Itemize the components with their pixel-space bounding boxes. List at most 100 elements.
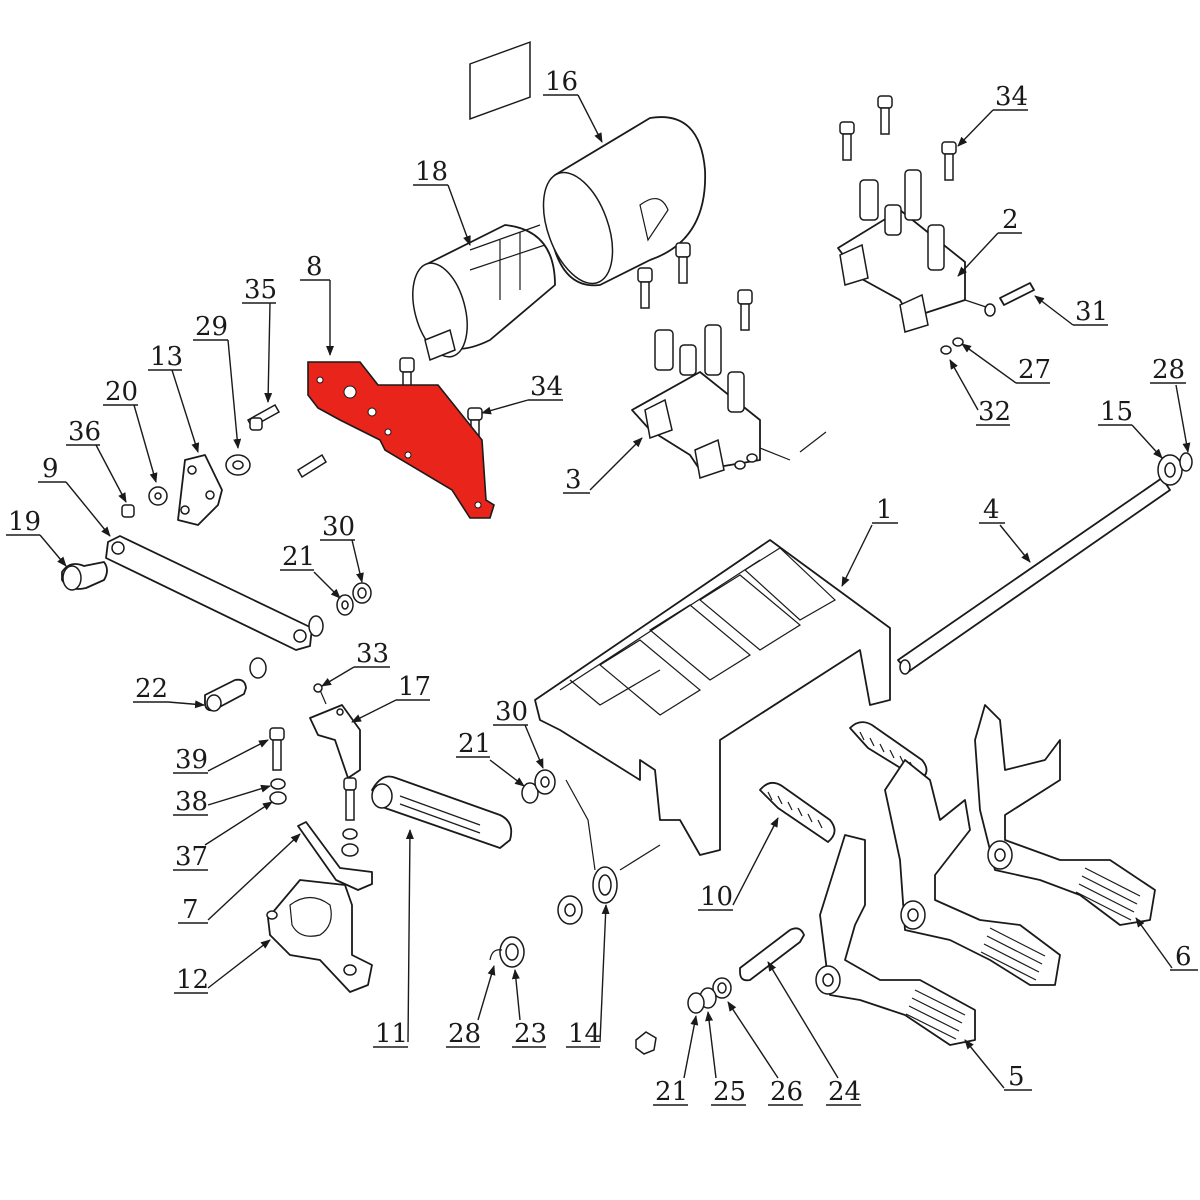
callout-label-17: 17: [398, 672, 431, 702]
callout-label-28a: 28: [448, 1019, 481, 1049]
callout-32: 32: [949, 359, 1011, 427]
part-17-bracket: [309, 683, 361, 779]
part-11-lever: [371, 775, 513, 849]
callout-38: 38: [173, 784, 271, 817]
callout-34-upper: 34: [957, 82, 1028, 147]
callout-label-34b: 34: [530, 372, 563, 402]
callout-label-10: 10: [700, 882, 733, 912]
part-31-pin: [984, 282, 1035, 317]
callout-label-31: 31: [1075, 297, 1108, 327]
part-22-bolt: [204, 657, 267, 712]
callout-3: 3: [563, 437, 643, 495]
callout-23: 23: [511, 969, 547, 1049]
callout-label-22: 22: [135, 674, 168, 704]
callout-label-15: 15: [1100, 397, 1133, 427]
callout-7: 7: [178, 833, 301, 925]
screws-group-upper-right: [839, 95, 957, 181]
callout-30-mid: 30: [493, 697, 544, 769]
small-screw-stack: [269, 727, 359, 857]
callout-24: 24: [767, 961, 861, 1107]
part-3-valve-block: [631, 324, 827, 479]
callout-4: 4: [979, 495, 1031, 563]
callout-label-19: 19: [8, 507, 41, 537]
callout-8: 8: [300, 252, 334, 356]
part-13-plate: [177, 454, 223, 526]
part-4-shaft: [897, 477, 1171, 675]
part-24-pin-and-washers: [635, 927, 805, 1055]
callout-9: 9: [38, 454, 111, 537]
callout-20: 20: [103, 377, 158, 483]
callout-15: 15: [1098, 397, 1163, 459]
callout-label-21a: 21: [282, 542, 315, 572]
callout-28-right: 28: [1150, 355, 1191, 453]
part-2-valve-block: [837, 169, 1031, 355]
callout-16: 16: [543, 67, 603, 143]
callout-33: 33: [321, 639, 390, 687]
washers-mid-30-21: [521, 769, 556, 804]
callout-label-16: 16: [545, 67, 578, 97]
screws-group-drum: [246, 242, 753, 479]
callout-label-11: 11: [375, 1019, 408, 1049]
pedal-middle: [884, 759, 1061, 986]
callout-label-12: 12: [176, 965, 209, 995]
callout-17: 17: [351, 672, 431, 723]
callout-13: 13: [148, 342, 200, 453]
callout-label-26: 26: [770, 1077, 803, 1107]
part-18-switch-drum: [412, 41, 556, 362]
part-16-cylinder-cover: [542, 116, 706, 287]
washers-upper-30-21: [308, 582, 372, 637]
callout-31: 31: [1034, 295, 1108, 327]
fasteners-left-top: [121, 417, 263, 518]
callout-19: 19: [6, 507, 67, 567]
callout-11: 11: [373, 829, 414, 1049]
callout-label-2: 2: [1002, 205, 1019, 235]
callout-label-5: 5: [1008, 1062, 1025, 1092]
callout-label-34a: 34: [995, 82, 1028, 112]
callout-10: 10: [698, 817, 779, 912]
callout-30-upper: 30: [320, 512, 364, 583]
callout-label-29: 29: [195, 312, 228, 342]
callout-label-7: 7: [182, 895, 199, 925]
callout-label-23: 23: [514, 1019, 547, 1049]
callouts: 16 18 34 2 31 27: [6, 67, 1198, 1107]
part-7-bent-rod: [297, 821, 373, 891]
callout-label-32: 32: [978, 397, 1011, 427]
callout-25: 25: [705, 1011, 746, 1107]
callout-21-upper: 21: [280, 542, 341, 599]
callout-label-14: 14: [568, 1019, 601, 1049]
part-5-pedal: [815, 834, 976, 1046]
part-9-link-bar: [105, 535, 313, 651]
callout-label-33: 33: [356, 639, 389, 669]
callout-label-3: 3: [565, 465, 582, 495]
callout-label-30a: 30: [322, 512, 355, 542]
callout-34-mid: 34: [481, 372, 563, 415]
callout-label-36: 36: [68, 417, 101, 447]
callout-5: 5: [964, 1039, 1032, 1092]
part-12-hinge-block: [266, 879, 373, 993]
callout-label-9: 9: [42, 454, 59, 484]
callout-label-30b: 30: [495, 697, 528, 727]
callout-label-8: 8: [306, 252, 323, 282]
callout-label-1: 1: [876, 495, 893, 525]
callout-label-24: 24: [828, 1077, 861, 1107]
callout-label-20: 20: [105, 377, 138, 407]
callout-27: 27: [961, 343, 1051, 385]
callout-1: 1: [841, 495, 898, 587]
callout-label-6: 6: [1175, 942, 1192, 972]
washers-lower-28-23: [489, 936, 525, 968]
shaft-end-washers: [1157, 452, 1193, 486]
callout-label-18: 18: [415, 157, 448, 187]
callout-26: 26: [727, 1001, 803, 1107]
callout-22: 22: [133, 674, 205, 709]
callout-18: 18: [413, 157, 471, 246]
callout-label-27: 27: [1018, 355, 1051, 385]
part-10-spring: [759, 781, 836, 843]
callout-35: 35: [242, 275, 277, 403]
part-19-bolt: [61, 561, 108, 591]
callout-21-mid: 21: [456, 729, 525, 787]
callout-12: 12: [174, 939, 271, 995]
callout-39: 39: [173, 739, 269, 775]
callout-36: 36: [66, 417, 127, 503]
callout-21-lower: 21: [653, 1015, 699, 1107]
